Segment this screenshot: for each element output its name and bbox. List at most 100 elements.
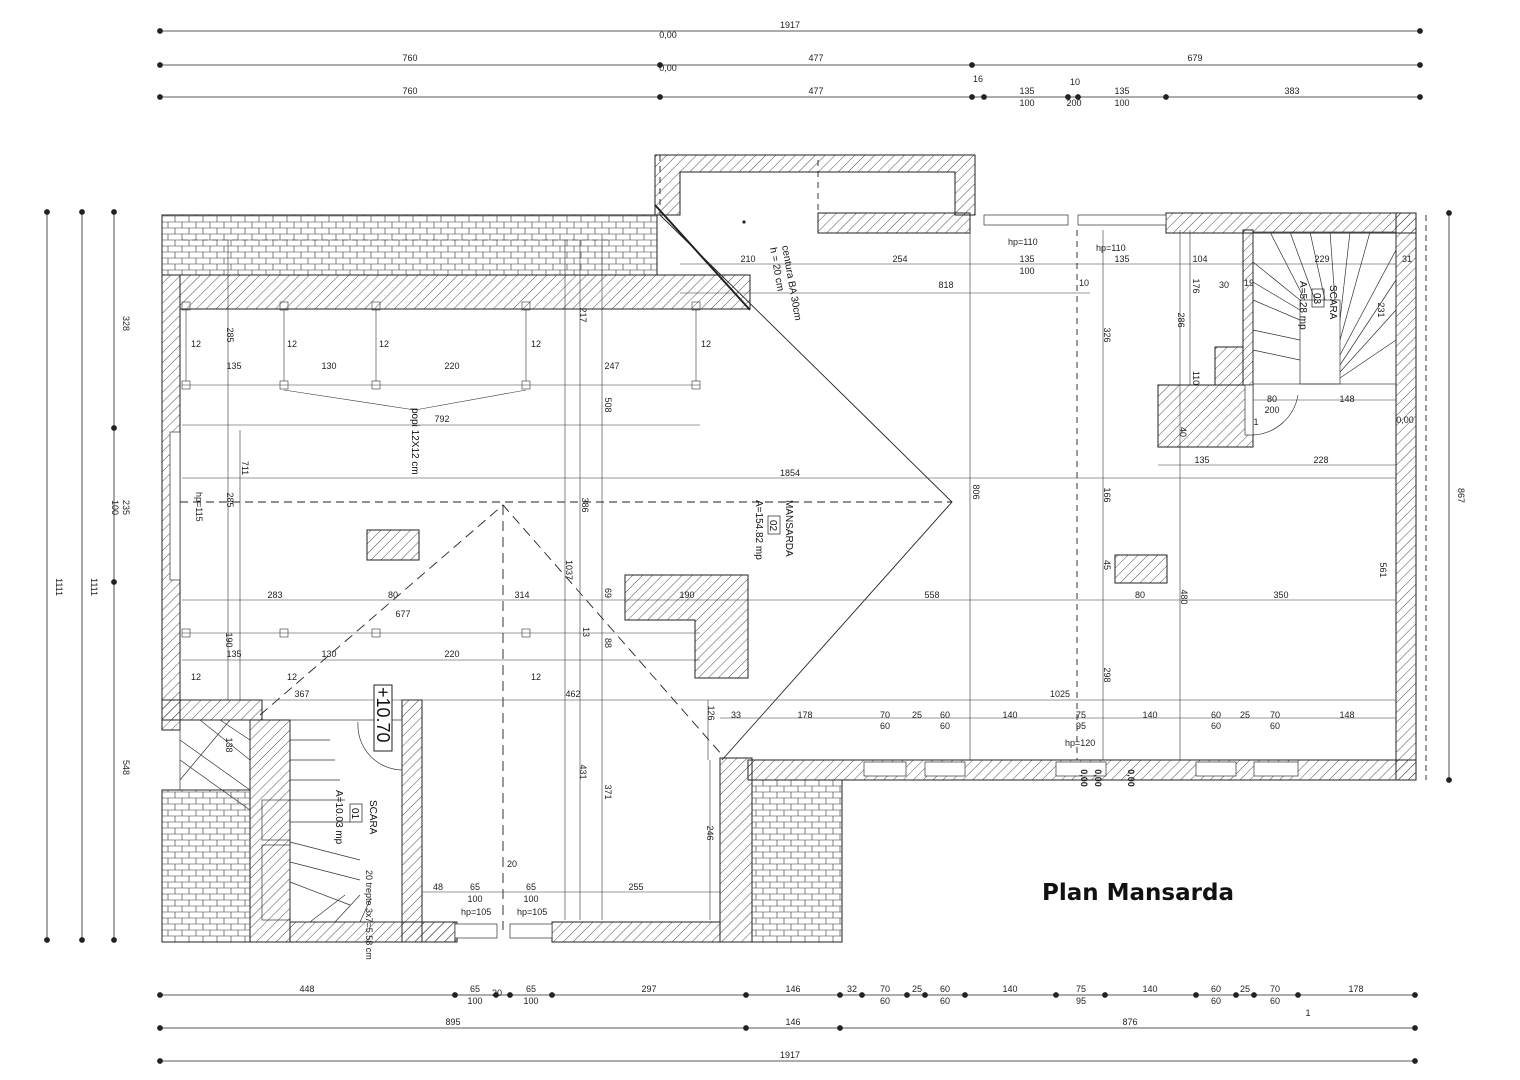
room-number-box [349, 803, 363, 823]
dimension-label: 12 [531, 672, 541, 682]
sill-height-2: hp=115 [194, 492, 204, 522]
dimension-label: 95 [1076, 721, 1086, 731]
dim-top-origin: 0,00 [659, 30, 677, 40]
dimension-label: 431 [578, 764, 588, 779]
dimension-label: 1 [1253, 417, 1258, 427]
dimension-label: 217 [578, 307, 588, 322]
dim-bot-6: 32 [847, 984, 857, 994]
dimension-label: 367 [294, 689, 309, 699]
dim-bot-r2-1: 146 [785, 1017, 800, 1027]
dimension-label: 12 [379, 339, 389, 349]
dimension-label: 558 [924, 590, 939, 600]
dimension-label: 1854 [780, 468, 800, 478]
dimension-label: 65 [526, 882, 536, 892]
dimension-label: 148 [1339, 394, 1354, 404]
dim-left-inner-0: 328 [121, 316, 131, 331]
dimension-label: 314 [514, 590, 529, 600]
dimension-label: 100 [1019, 266, 1034, 276]
dim-bot-r2-small: 1 [1305, 1008, 1310, 1018]
dimension-label: 12 [191, 672, 201, 682]
dimension-label: 12 [701, 339, 711, 349]
dimension-label: 88 [603, 638, 613, 648]
door-swing-left [357, 721, 403, 771]
dim-bot-sub-3: 60 [940, 996, 950, 1006]
bottom-dimension-texts: 448 65 20 65 297 146 32 70 25 60 140 75 … [299, 984, 1363, 1060]
dimension-label: 462 [565, 689, 580, 699]
sill-height-1: hp=110 [1096, 243, 1126, 253]
room-area: A=154.82 mp [753, 500, 764, 560]
left-dimension-texts: 1111 1111 328 235 100 548 867 [54, 316, 1466, 775]
page-title: Plan Mansarda [1042, 880, 1234, 906]
dim-bot-10: 140 [1002, 984, 1017, 994]
door-swing [1252, 394, 1299, 436]
dimension-label: 135 [1114, 254, 1129, 264]
dim-bot-16: 178 [1348, 984, 1363, 994]
dimension-label: 228 [1313, 455, 1328, 465]
dim-top-r2-1: 477 [808, 53, 823, 63]
dim-top-small-0: 16 [973, 74, 983, 84]
dimension-label: 200 [1264, 405, 1279, 415]
dimension-label: 20 [507, 859, 517, 869]
dimension-label: 298 [1102, 667, 1112, 682]
dimension-label: 255 [628, 882, 643, 892]
dimension-label: 0,00 [1093, 769, 1103, 787]
dimension-label: 12 [287, 339, 297, 349]
windows [169, 214, 1299, 939]
dimension-label: 561 [1378, 562, 1388, 577]
dimension-label: 135 [1194, 455, 1209, 465]
dim-bot-4: 297 [641, 984, 656, 994]
walls [161, 154, 1417, 943]
dim-bot-sub-0: 100 [467, 996, 482, 1006]
dim-bot-sub-5: 60 [1211, 996, 1221, 1006]
dim-bot-sub-1: 100 [523, 996, 538, 1006]
dimension-label: 70 [880, 710, 890, 720]
dimension-label: 31 [1402, 254, 1412, 264]
dimension-label: 0,00 [1396, 415, 1414, 425]
dim-bot-7: 70 [880, 984, 890, 994]
dimension-label: 231 [1376, 302, 1386, 317]
dimension-label: 283 [267, 590, 282, 600]
dimension-label: 508 [603, 397, 613, 412]
room-label-mansarda: MANSARDA 02 A=154.82 mp [753, 500, 794, 560]
dimension-label: 176 [1191, 278, 1201, 293]
dim-top-total: 1917 [780, 20, 800, 30]
dimension-label: 60 [880, 721, 890, 731]
dimension-label: 247 [604, 361, 619, 371]
dim-bot-total: 1917 [780, 1050, 800, 1060]
dim-top-sub-2: 100 [1114, 98, 1129, 108]
dimension-label: 711 [240, 461, 250, 475]
stairs-note: 20 trepte 3x7=5.58 cm [364, 870, 374, 960]
dimension-label: 130 [321, 361, 336, 371]
dim-bot-5: 146 [785, 984, 800, 994]
interior-dimension-texts: 210 254 135 135 104 229 31 100 818 10 17… [191, 254, 1414, 904]
dimension-label: 25 [1240, 710, 1250, 720]
dimension-label: 45 [1102, 560, 1112, 570]
dimension-label: 1025 [1050, 689, 1070, 699]
room-label-scara-03: SCARA 03 A=5.28 mp [1297, 281, 1338, 330]
dimension-label: 190 [679, 590, 694, 600]
dimension-label: 135 [226, 649, 241, 659]
dimension-label: 246 [705, 825, 715, 840]
dim-bot-11: 75 [1076, 984, 1086, 994]
dim-top-r3-4: 383 [1284, 86, 1299, 96]
dimension-label: 792 [434, 414, 449, 424]
dim-bot-2: 20 [492, 988, 502, 998]
dim-top-sub-1: 200 [1066, 98, 1081, 108]
dimension-label: 104 [1192, 254, 1207, 264]
dimension-label: 210 [740, 254, 755, 264]
dimension-label: 818 [938, 280, 953, 290]
dimension-label: 285 [225, 327, 235, 342]
dimension-label: 25 [912, 710, 922, 720]
dimension-label: 350 [1273, 590, 1288, 600]
dimension-label: 70 [1270, 710, 1280, 720]
dim-bot-9: 60 [940, 984, 950, 994]
dimension-label: 60 [940, 710, 950, 720]
room-number: 01 [349, 808, 360, 820]
dimension-label: 806 [971, 484, 981, 499]
top-dimension-lines [157, 28, 1423, 100]
dimension-label: 138 [224, 737, 234, 752]
dimension-label: 10 [1079, 278, 1089, 288]
dim-bot-14: 25 [1240, 984, 1250, 994]
roof-lines [180, 155, 1427, 930]
